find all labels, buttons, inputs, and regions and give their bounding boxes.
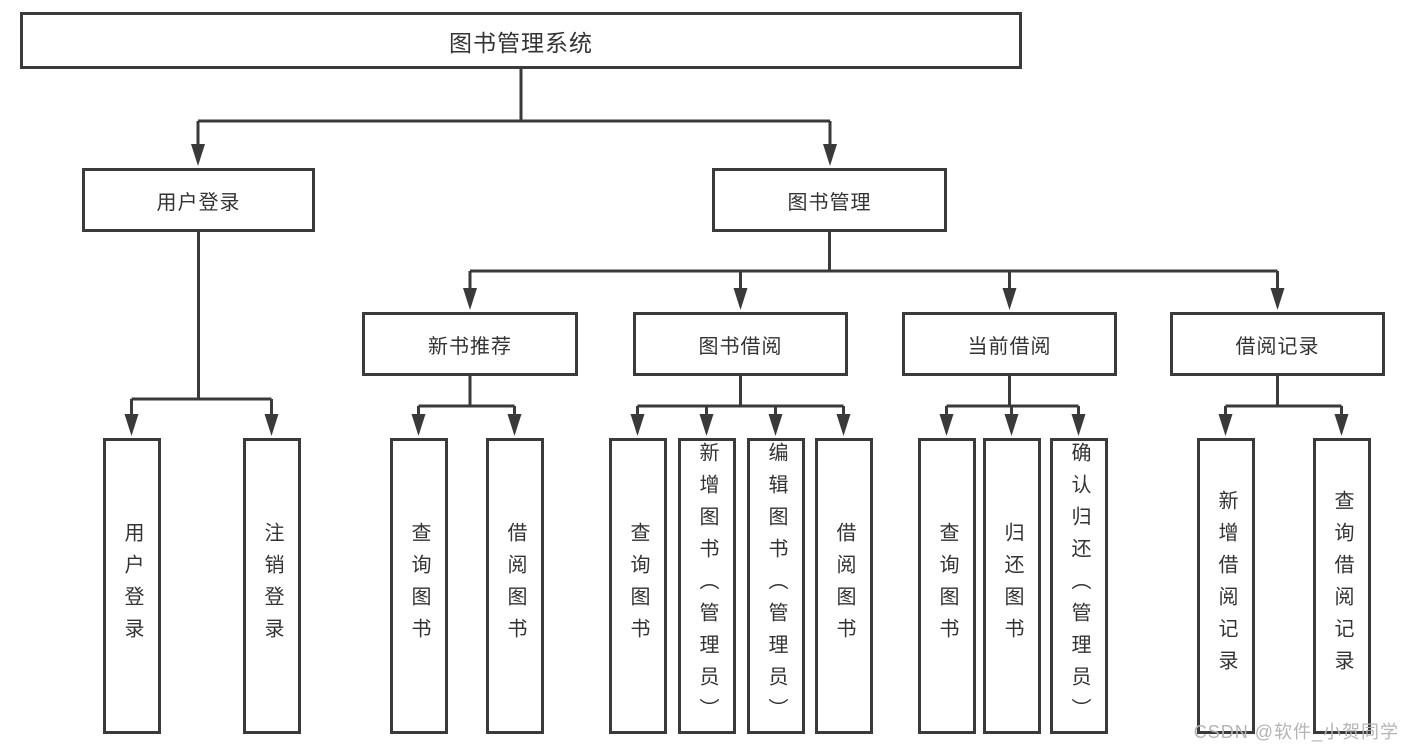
leaf-logout: 注销登录 (243, 438, 301, 734)
node-label: 查询借阅记录 (1331, 490, 1353, 682)
node-label: 查询图书 (408, 522, 430, 650)
node-library-management-system: 图书管理系统 (20, 12, 1022, 69)
leaf-query-books-recommend: 查询图书 (390, 438, 448, 734)
node-label: 注销登录 (261, 522, 283, 650)
leaf-borrow-books-borrowing: 借阅图书 (815, 438, 873, 734)
node-label: 编辑图书（管理员） (765, 442, 787, 730)
leaf-return-books: 归还图书 (983, 438, 1041, 734)
node-label: 图书管理 (787, 191, 872, 214)
leaf-add-book-admin: 新增图书（管理员） (678, 438, 736, 734)
node-label: 新增图书（管理员） (696, 442, 718, 730)
node-label: 借阅图书 (504, 522, 526, 650)
node-borrowing-records: 借阅记录 (1170, 312, 1385, 376)
leaf-user-login: 用户登录 (103, 438, 161, 734)
node-label: 图书管理系统 (449, 29, 593, 56)
leaf-edit-book-admin: 编辑图书（管理员） (747, 438, 805, 734)
leaf-query-borrow-record: 查询借阅记录 (1313, 438, 1371, 734)
leaf-query-books-current: 查询图书 (918, 438, 976, 734)
node-label: 用户登录 (121, 522, 143, 650)
leaf-query-books-borrowing: 查询图书 (609, 438, 667, 734)
node-new-book-recommendation: 新书推荐 (362, 312, 578, 376)
leaf-confirm-return-admin: 确认归还（管理员） (1050, 438, 1108, 734)
node-label: 确认归还（管理员） (1068, 442, 1090, 730)
node-book-management: 图书管理 (712, 168, 947, 232)
node-book-borrowing: 图书借阅 (633, 312, 848, 376)
node-label: 新增借阅记录 (1215, 490, 1237, 682)
leaf-add-borrow-record: 新增借阅记录 (1197, 438, 1255, 734)
node-label: 借阅图书 (833, 522, 855, 650)
node-user-login: 用户登录 (82, 168, 315, 232)
node-label: 当前借阅 (967, 335, 1052, 358)
node-label: 归还图书 (1001, 522, 1023, 650)
node-label: 查询图书 (936, 522, 958, 650)
csdn-watermark: CSDN @软件_小贺同学 (1193, 722, 1399, 742)
node-label: 用户登录 (156, 191, 241, 214)
node-current-borrowing: 当前借阅 (902, 312, 1117, 376)
node-label: 新书推荐 (428, 335, 512, 358)
node-label: 图书借阅 (698, 335, 783, 358)
leaf-borrow-books-recommend: 借阅图书 (486, 438, 544, 734)
node-label: 查询图书 (627, 522, 649, 650)
node-label: 借阅记录 (1235, 335, 1320, 358)
